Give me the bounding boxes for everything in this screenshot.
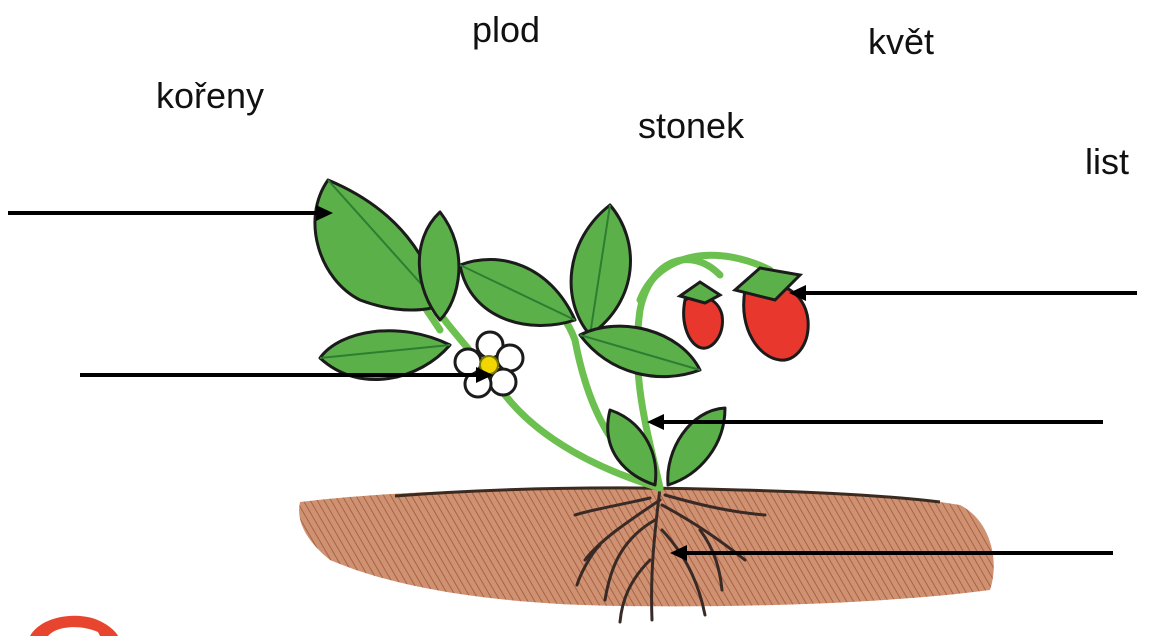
logo-partial [30, 616, 118, 636]
soil [299, 488, 994, 606]
label-plod: plod [472, 12, 540, 48]
strawberries [680, 268, 808, 360]
label-koreny: kořeny [156, 78, 264, 114]
label-kvet: květ [868, 24, 934, 60]
label-list: list [1085, 144, 1129, 180]
leaves [315, 180, 725, 485]
label-stonek: stonek [638, 108, 744, 144]
